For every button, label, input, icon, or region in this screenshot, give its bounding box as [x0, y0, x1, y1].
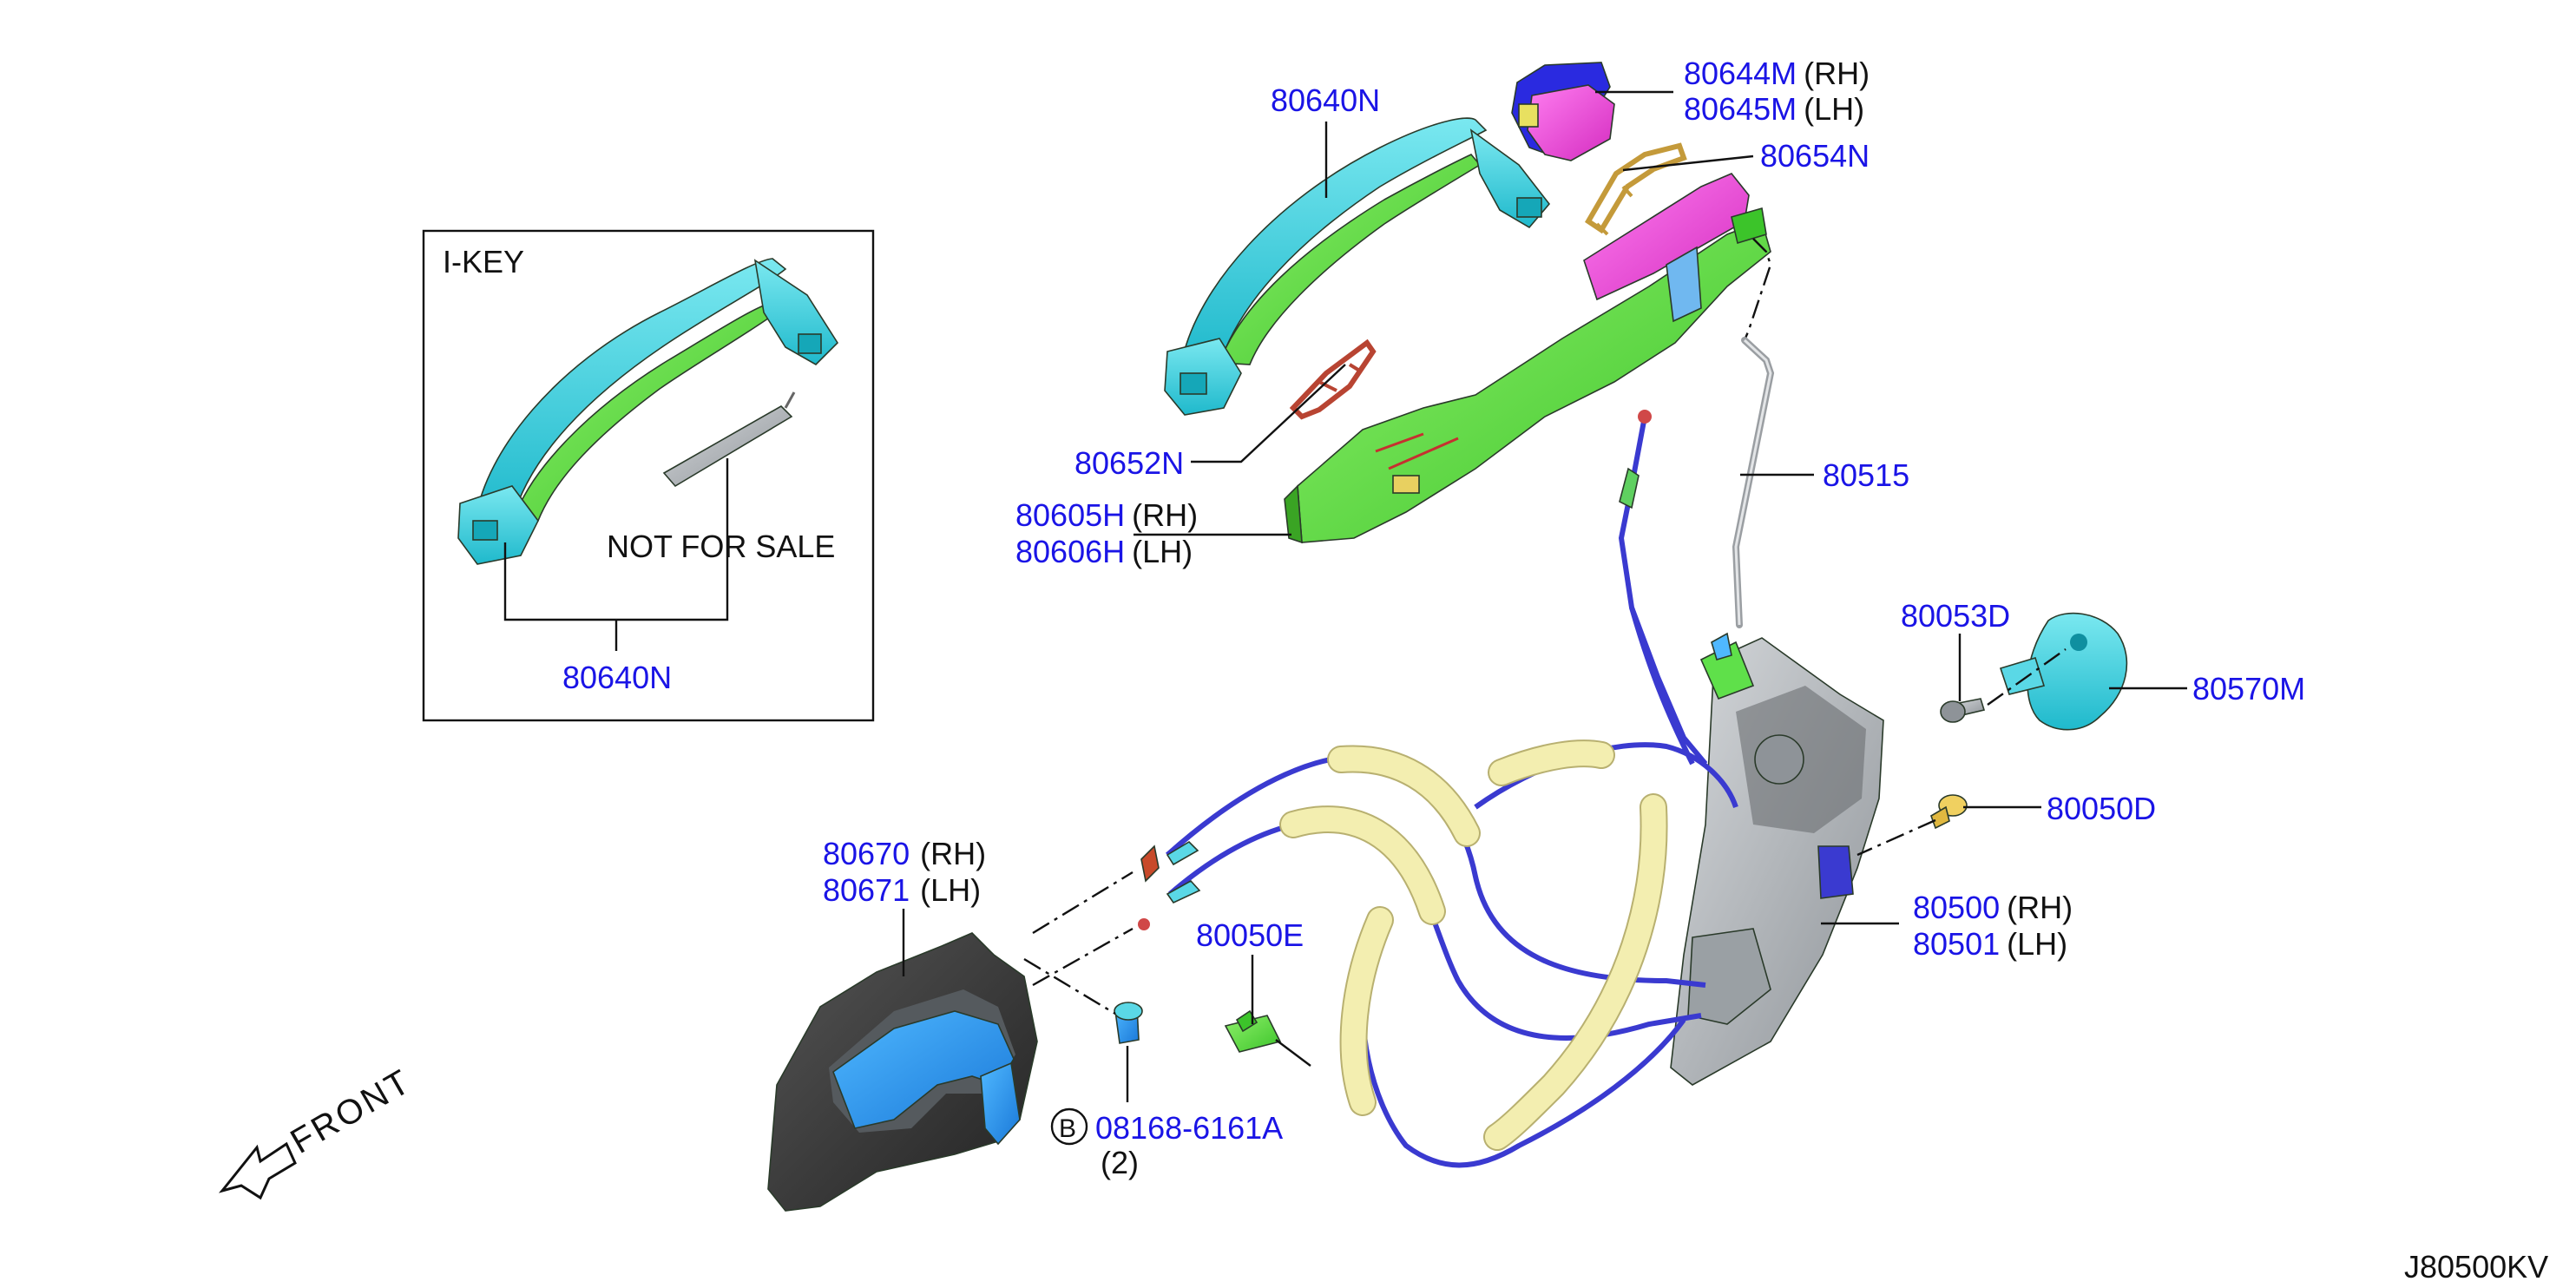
not-for-sale-label: NOT FOR SALE [607, 529, 835, 564]
leader-rear-gasket [1622, 154, 1754, 172]
front-label: FRONT [285, 1061, 418, 1160]
bracket-rh-suffix: (RH) [1132, 497, 1198, 533]
inset-title: I-KEY [443, 244, 524, 279]
lock-screw[interactable] [1930, 794, 1968, 830]
handle-bracket[interactable] [1284, 173, 1771, 544]
label-inner-handle-rh: 80670 (RH) [823, 836, 986, 871]
actuator-rod[interactable] [1732, 337, 1775, 628]
door-striker[interactable] [1999, 612, 2128, 731]
label-bracket-lh: 80606H(LH) [1015, 534, 1193, 569]
bracket-lh-suffix: (LH) [1132, 534, 1193, 569]
label-lock-lh: 80501(LH) [1913, 926, 2067, 962]
label-bolt-qty: (2) [1101, 1145, 1139, 1180]
label-bolt[interactable]: 08168-6161A [1095, 1110, 1283, 1146]
label-inner-handle-lh: 80671 (LH) [823, 872, 981, 908]
rear-gasket[interactable] [1584, 142, 1687, 236]
cap-lh-suffix: (LH) [1804, 91, 1864, 127]
inner-handle-lh-number[interactable]: 80671 [823, 872, 910, 908]
inset-part-number[interactable]: 80640N [562, 660, 672, 695]
inner-handle-lh-suffix: (LH) [920, 872, 981, 908]
cap-rh-suffix: (RH) [1804, 56, 1870, 91]
rod-connect-line [1743, 238, 1772, 341]
bracket-rh-number[interactable]: 80605H [1015, 497, 1125, 533]
leader-clip-2 [1275, 1039, 1311, 1067]
label-rod[interactable]: 80515 [1823, 457, 1909, 493]
bolt-badge: B [1050, 1107, 1088, 1146]
cable-ends [1138, 840, 1201, 930]
label-lock-screw[interactable]: 80050D [2047, 791, 2156, 826]
label-outer-handle[interactable]: 80640N [1271, 82, 1380, 118]
inset-antenna-rod [662, 391, 796, 488]
leader-front-gasket [1191, 364, 1346, 463]
label-rear-gasket[interactable]: 80654N [1760, 138, 1870, 174]
inset-frame [422, 229, 875, 722]
leader-lines [902, 90, 2187, 1102]
i-key-inset: I-KEY NOT FOR SALE 80640N [422, 229, 875, 722]
inner-handle-rh-number[interactable]: 80670 [823, 836, 910, 871]
label-cap-lh: 80645M(LH) [1684, 91, 1864, 127]
striker-screw[interactable] [1940, 698, 1986, 723]
label-front-gasket[interactable]: 80652N [1074, 445, 1184, 481]
bracket-lh-number[interactable]: 80606H [1015, 534, 1125, 569]
outer-door-handle[interactable] [1164, 117, 1551, 416]
inside-door-handle[interactable] [767, 932, 1038, 1212]
front-gasket[interactable] [1289, 338, 1377, 420]
lock-screw-line [1856, 818, 1936, 857]
cap-lh-number[interactable]: 80645M [1684, 91, 1797, 127]
cap-rh-number[interactable]: 80644M [1684, 56, 1797, 91]
label-bracket-rh: 80605H(RH) [1015, 497, 1198, 533]
label-clip[interactable]: 80050E [1196, 917, 1304, 953]
handle-cap[interactable] [1511, 62, 1615, 161]
label-lock-rh: 80500(RH) [1913, 890, 2073, 925]
lock-lh-suffix: (LH) [2007, 926, 2067, 962]
label-striker-screw[interactable]: 80053D [1901, 598, 2010, 634]
bolt-badge-letter: B [1059, 1114, 1076, 1143]
lock-rh-suffix: (RH) [2007, 890, 2073, 925]
lock-rh-number[interactable]: 80500 [1913, 890, 2000, 925]
inner-handle-bolt[interactable] [1114, 1002, 1143, 1044]
inset-outer-handle[interactable] [457, 258, 839, 565]
release-cable[interactable] [1618, 410, 1708, 766]
front-arrow-icon [218, 1141, 297, 1200]
inner-handle-cable-line [1032, 871, 1134, 935]
bolt-line [1023, 957, 1116, 1015]
diagram-code: J80500KV [2404, 1249, 2548, 1285]
label-striker[interactable]: 80570M [2192, 671, 2305, 706]
door-lock-actuator[interactable] [1670, 632, 1884, 1086]
inner-handle-rh-suffix: (RH) [920, 836, 986, 871]
label-cap-rh: 80644M(RH) [1684, 56, 1870, 91]
foam-tubes [1279, 739, 1668, 1151]
striker-screw-line [1987, 648, 2067, 706]
front-arrow: FRONT [218, 1061, 418, 1200]
lock-lh-number[interactable]: 80501 [1913, 926, 2000, 962]
inner-handle-cable-line-2 [1032, 927, 1134, 987]
